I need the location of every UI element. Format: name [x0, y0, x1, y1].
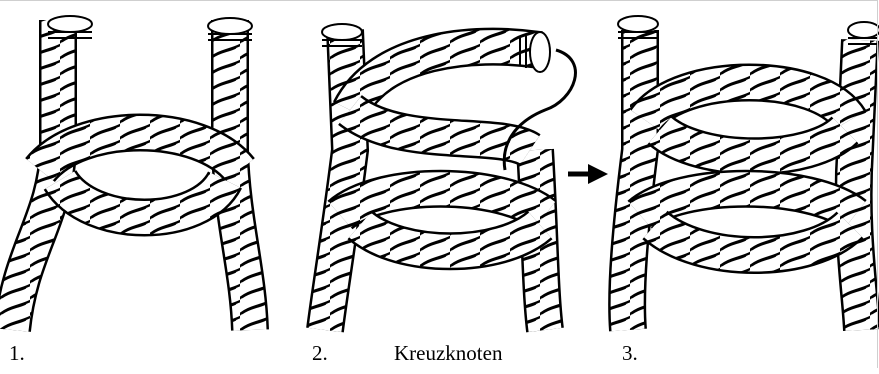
panel-step-1	[12, 16, 252, 330]
step-2-label: 2.	[312, 341, 328, 365]
diagram-title: Kreuzknoten	[394, 341, 502, 365]
step-3-label: 3.	[622, 341, 638, 365]
arrow-right-icon	[568, 164, 608, 184]
panel-step-2	[322, 24, 608, 330]
panel-step-3	[618, 16, 879, 330]
step-1-label: 1.	[9, 341, 25, 365]
